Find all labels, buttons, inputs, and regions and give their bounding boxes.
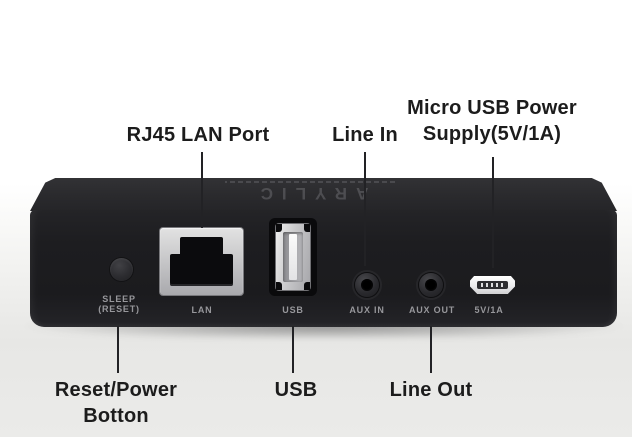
usb-port-shell [276,224,310,290]
brand-wordmark: arylic [251,184,369,204]
callout-line-line-out [430,326,432,373]
callout-label-reset-power-line1: Reset/Power [54,379,178,401]
usb-notch-icon [276,282,282,290]
callout-label-reset-power-line2: Botton [83,405,149,427]
usb-port-tongue [289,234,297,280]
usb-notch-icon [304,282,310,290]
lan-port-opening [170,254,233,286]
sleep-reset-button [110,258,133,281]
callout-line-reset-power [117,326,119,373]
callout-label-micro-usb: Micro USB Power Supply(5V/1A) [407,95,577,147]
callout-label-usb: USB [274,379,318,401]
callout-label-line-out: Line Out [389,379,473,401]
micro-usb-pins [481,283,505,287]
device-top-face [30,178,617,211]
callout-line-line-in [364,152,366,266]
panel-label-aux-out: AUX OUT [408,305,456,315]
panel-label-power: 5V/1A [474,305,504,315]
panel-label-sleep: SLEEP (RESET) [98,294,140,314]
aux-in-jack-hole [361,279,373,291]
aux-out-jack-hole [425,279,437,291]
panel-label-usb: USB [282,305,304,315]
callout-line-micro-usb [492,157,494,268]
callout-line-usb [292,326,294,373]
usb-port-inner [283,232,303,282]
usb-notch-icon [276,224,282,232]
device-logo: arylic [190,179,430,205]
panel-label-aux-in: AUX IN [349,305,385,315]
usb-port [269,218,317,296]
callout-label-line-in: Line In [332,124,398,146]
panel-label-sleep-line1: SLEEP [102,294,136,304]
lan-port [160,228,243,295]
aux-in-jack [355,273,379,297]
callout-label-reset-power: Reset/Power Botton [55,377,177,429]
micro-usb-slot [477,281,508,289]
aux-out-jack [419,273,443,297]
panel-label-sleep-line2: (RESET) [98,304,140,314]
callout-label-micro-usb-line1: Micro USB Power [407,97,577,119]
panel-label-lan: LAN [191,305,213,315]
usb-notch-icon [304,224,310,232]
micro-usb-port [470,276,515,294]
callout-label-rj45-lan: RJ45 LAN Port [126,124,270,146]
brand-tagline-line [225,181,395,184]
callout-label-micro-usb-line2: Supply(5V/1A) [422,123,562,145]
callout-line-rj45-lan [201,152,203,228]
